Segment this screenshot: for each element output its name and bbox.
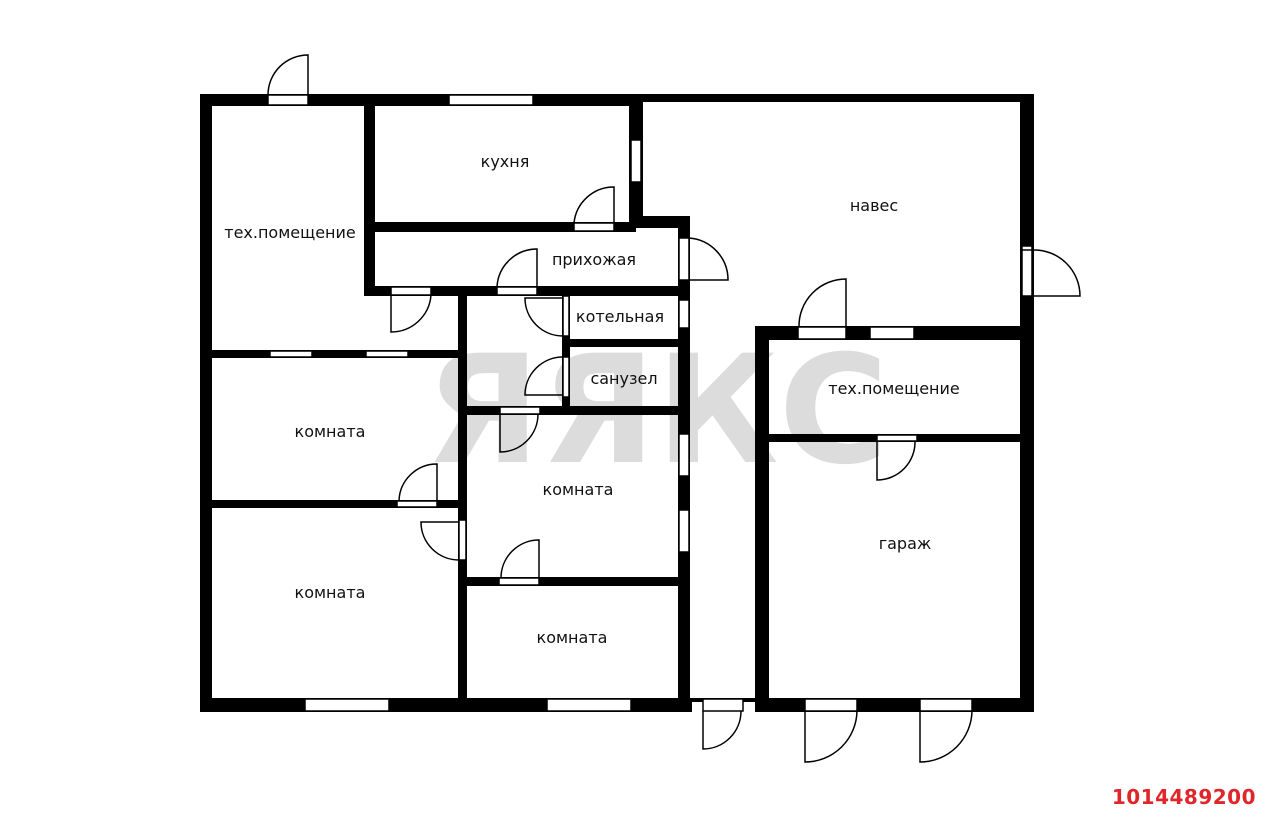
wall-room1-bottom xyxy=(205,500,467,508)
door-tech-left xyxy=(390,286,432,333)
room-label-room-3: комната xyxy=(543,480,614,499)
wall-garage-left xyxy=(755,326,769,712)
window-kitchen-side xyxy=(630,139,642,183)
door-room2 xyxy=(420,519,467,561)
window-boiler xyxy=(678,299,690,329)
room-label-boiler: котельная xyxy=(576,307,664,326)
wall-room3-bottom xyxy=(462,577,684,586)
door-garage-exterior-1 xyxy=(804,698,858,763)
door-room3-top xyxy=(499,406,541,453)
room-label-room-2: комната xyxy=(295,583,366,602)
room-label-kitchen: кухня xyxy=(481,152,530,171)
door-room3-bottom xyxy=(498,539,540,586)
room-labels: тех.помещение кухня навес прихожая котел… xyxy=(224,152,960,647)
wall-step xyxy=(629,216,690,228)
room-label-room-1: комната xyxy=(295,422,366,441)
wall-canopy-top xyxy=(636,94,1034,102)
door-garage-inner xyxy=(876,434,918,481)
door-hallway xyxy=(496,248,538,296)
room-label-tech-left: тех.помещение xyxy=(224,223,356,242)
door-canopy-exterior xyxy=(1021,249,1081,297)
wall-boiler-bottom xyxy=(562,339,684,347)
doors xyxy=(267,54,1081,763)
window-kitchen xyxy=(448,94,534,106)
window-room3-b xyxy=(678,509,690,553)
wall-boiler-left xyxy=(562,292,570,410)
wall-tech-right xyxy=(364,104,375,294)
door-tech2 xyxy=(797,278,847,340)
door-hallway-exterior xyxy=(678,237,729,281)
window-room2 xyxy=(304,698,390,712)
window-int-1 xyxy=(269,350,313,358)
window-tech2 xyxy=(869,326,915,340)
wall-right xyxy=(1020,94,1034,712)
door-room1 xyxy=(396,463,438,508)
room-label-hallway: прихожая xyxy=(552,250,636,269)
wall-tech-bottom xyxy=(205,350,467,358)
wall-left xyxy=(200,94,212,712)
window-int-2 xyxy=(365,350,409,358)
door-corridor-exterior xyxy=(702,698,744,750)
room-label-room-4: комната xyxy=(537,628,608,647)
door-bathroom xyxy=(524,356,570,398)
door-kitchen xyxy=(573,186,615,232)
door-boiler xyxy=(524,295,570,337)
wall-top-left xyxy=(200,94,643,106)
room-label-tech-right: тех.помещение xyxy=(828,379,960,398)
listing-id: 1014489200 xyxy=(1111,785,1256,809)
door-garage-exterior-2 xyxy=(919,698,973,763)
door-entry-top xyxy=(267,54,309,106)
window-room4 xyxy=(546,698,632,712)
window-room3-a xyxy=(678,433,690,477)
wall-bath-bottom xyxy=(462,406,684,415)
room-label-canopy: навес xyxy=(850,196,898,215)
room-label-garage: гараж xyxy=(879,534,932,553)
wall-bottom-right xyxy=(755,698,1034,712)
room-label-bathroom: санузел xyxy=(590,369,657,388)
wall-kitchen-bottom xyxy=(364,222,636,232)
